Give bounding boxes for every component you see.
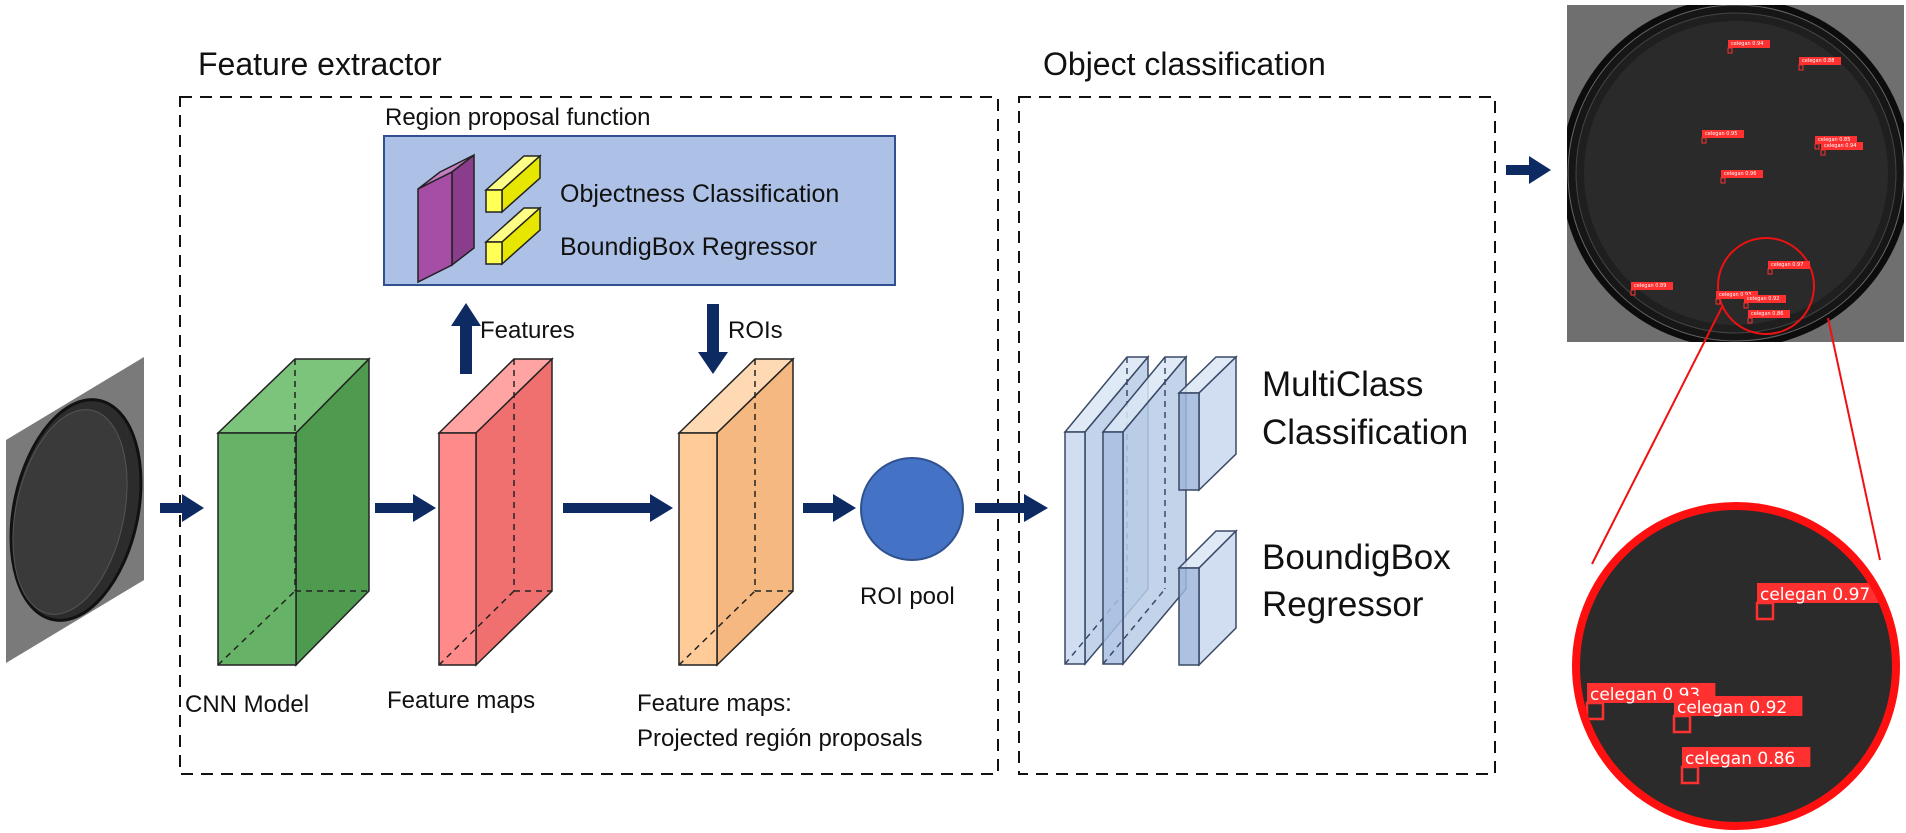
small-detections: celegan 0.94 celegan 0.88 celegan 0.95 cele… xyxy=(1630,40,1863,324)
detection-label: celegan 0.95 xyxy=(1705,131,1737,137)
detection-box-small: celegan 0.95 xyxy=(1701,130,1744,144)
arrow-input-to-cnn xyxy=(160,494,204,522)
detection-label: celegan 0.92 xyxy=(1747,296,1779,302)
detection-box-large: celegan 0.97 xyxy=(1755,583,1886,621)
objectness-label: Objectness Classification xyxy=(560,180,839,208)
detection-box-small: celegan 0.97 xyxy=(1767,261,1810,275)
yellow-bbox-block xyxy=(484,206,542,266)
features-arrow-label: Features xyxy=(480,317,575,344)
detection-label: celegan 0.85 xyxy=(1818,137,1850,143)
detection-box-small: celegan 0.94 xyxy=(1727,40,1770,54)
detection-label: celegan 0.94 xyxy=(1824,143,1856,149)
detection-box-small: celegan 0.94 xyxy=(1820,142,1863,156)
arrow-features-to-projected xyxy=(563,494,673,522)
multiclass-label-line1: MultiClass xyxy=(1262,365,1423,404)
detection-label: celegan 0.96 xyxy=(1724,171,1756,177)
projected-maps-block xyxy=(677,357,795,667)
detection-label: celegan 0.92 xyxy=(1677,698,1787,718)
detection-label: celegan 0.86 xyxy=(1685,749,1795,769)
zoom-line-left xyxy=(1591,304,1724,565)
zoom-line-right xyxy=(1827,317,1881,561)
detection-label: celegan 0.88 xyxy=(1802,58,1834,64)
arrow-projected-to-roipool xyxy=(803,494,856,522)
detection-box-large: celegan 0.92 xyxy=(1672,696,1803,734)
arrow-features-up xyxy=(451,303,481,374)
arrows xyxy=(160,156,1551,522)
detection-label: celegan 0.97 xyxy=(1760,585,1870,605)
detection-box-small: celegan 0.92 xyxy=(1743,295,1786,309)
bbox-label-line2: Regressor xyxy=(1262,585,1424,624)
input-image xyxy=(6,357,144,663)
detection-box-large: celegan 0.86 xyxy=(1680,747,1811,785)
cnn-label: CNN Model xyxy=(185,691,309,718)
object-classification-title: Object classification xyxy=(1043,46,1326,82)
arrow-to-output xyxy=(1506,156,1551,184)
multiclass-label-line2: Classification xyxy=(1262,413,1468,452)
arrow-rois-down xyxy=(698,304,728,374)
detection-label: celegan 0.89 xyxy=(1634,283,1666,289)
projected-label-line1: Feature maps: xyxy=(637,690,792,717)
bbox-regressor-label: BoundigBox Regressor xyxy=(560,233,817,261)
detection-box-small: celegan 0.85 xyxy=(1814,136,1857,150)
detection-label: celegan 0.93 xyxy=(1719,292,1751,298)
rois-arrow-label: ROIs xyxy=(728,317,783,344)
zoom-source-circle xyxy=(1717,237,1815,335)
detection-box-small: celegan 0.96 xyxy=(1720,170,1763,184)
yellow-objectness-block xyxy=(484,154,542,214)
classifier-layers xyxy=(1063,354,1238,667)
object-classification-panel xyxy=(1018,96,1496,775)
roi-pool-circle xyxy=(860,457,964,561)
cnn-model-block xyxy=(216,357,371,667)
detection-box-small: celegan 0.86 xyxy=(1747,310,1790,324)
detection-box-small: celegan 0.93 xyxy=(1715,291,1758,305)
roi-pool-label: ROI pool xyxy=(860,583,955,610)
detection-label: celegan 0.94 xyxy=(1731,41,1763,47)
feature-maps-label: Feature maps xyxy=(387,687,535,714)
detection-label: celegan 0.97 xyxy=(1771,262,1803,268)
detection-box-small: celegan 0.88 xyxy=(1798,57,1841,71)
feature-maps-block xyxy=(437,357,554,667)
arrow-cnn-to-features xyxy=(375,494,436,522)
detection-label: celegan 0.93 xyxy=(1590,685,1700,705)
output-dish-image: celegan 0.94 celegan 0.88 celegan 0.95 cele… xyxy=(1567,5,1904,342)
region-proposal-title: Region proposal function xyxy=(385,104,651,131)
feature-extractor-panel xyxy=(179,96,999,775)
bbox-label-line1: BoundigBox xyxy=(1262,538,1451,577)
detection-box-small: celegan 0.89 xyxy=(1630,282,1673,296)
arrow-roipool-to-classifier xyxy=(975,494,1048,522)
projected-label-line2: Projected región proposals xyxy=(637,725,923,752)
detection-label: celegan 0.86 xyxy=(1751,311,1783,317)
feature-extractor-title: Feature extractor xyxy=(198,46,442,82)
purple-feature-block xyxy=(417,153,475,284)
